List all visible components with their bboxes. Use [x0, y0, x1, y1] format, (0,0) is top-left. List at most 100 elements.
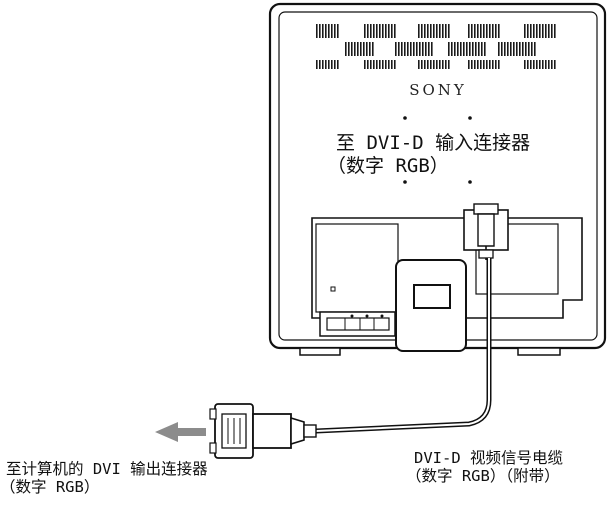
vent-slot — [448, 42, 450, 56]
vent-slot — [325, 60, 327, 69]
vent-slot — [388, 60, 390, 69]
vent-slot — [401, 42, 403, 56]
vent-slot — [337, 60, 339, 69]
vent-slot — [551, 60, 553, 69]
vent-slot — [542, 24, 544, 38]
vent-slot — [480, 60, 482, 69]
vent-slot — [367, 24, 369, 38]
vent-slot — [428, 42, 430, 56]
vent-slot — [542, 60, 544, 69]
vent-slot — [539, 24, 541, 38]
vent-slot — [366, 42, 368, 56]
vent-slot — [334, 60, 336, 69]
input-connector-sublabel: （数字 RGB） — [327, 155, 449, 177]
screw-holes — [403, 116, 472, 184]
vent-slot — [519, 42, 521, 56]
vent-slot — [331, 24, 333, 38]
vent-slot — [382, 24, 384, 38]
vent-slot — [468, 24, 470, 38]
vent-slot — [433, 60, 435, 69]
vent-slot — [484, 42, 486, 56]
vent-slot — [421, 24, 423, 38]
vent-slot-block — [498, 42, 536, 56]
vent-slot — [369, 42, 371, 56]
vent-slot — [460, 42, 462, 56]
vent-slot — [385, 24, 387, 38]
vent-slot — [431, 42, 433, 56]
vent-slot — [457, 42, 459, 56]
vent-slot — [331, 60, 333, 69]
vent-slot — [395, 42, 397, 56]
vent-slot — [477, 60, 479, 69]
vent-slot — [448, 60, 450, 69]
monitor-stand — [395, 259, 467, 352]
vent-slot — [483, 60, 485, 69]
vent-slot — [548, 24, 550, 38]
vent-slot — [391, 24, 393, 38]
vent-slot — [486, 60, 488, 69]
vent-slot-block — [418, 60, 450, 69]
vent-slot — [430, 60, 432, 69]
vent-slot — [425, 42, 427, 56]
vent-slot — [554, 24, 556, 38]
vent-slot — [466, 42, 468, 56]
vent-slot-block — [316, 60, 339, 69]
vent-slot-block — [364, 24, 396, 38]
vent-slot — [373, 24, 375, 38]
vent-slot — [486, 24, 488, 38]
direction-arrow-icon — [155, 422, 206, 442]
vent-slot — [345, 42, 347, 56]
vent-slot — [551, 24, 553, 38]
vent-slot — [507, 42, 509, 56]
vent-slot — [439, 60, 441, 69]
vent-slot — [489, 60, 491, 69]
vent-slot-block — [468, 60, 500, 69]
monitor-dvi-connector — [463, 203, 509, 260]
vent-slot — [427, 60, 429, 69]
vent-slot — [454, 42, 456, 56]
vent-slot — [436, 60, 438, 69]
vent-slot-block — [418, 24, 450, 38]
vent-slot — [469, 42, 471, 56]
vent-slot — [445, 24, 447, 38]
vent-slot — [370, 24, 372, 38]
vent-slot-block — [468, 24, 500, 38]
vent-slot-block — [448, 42, 486, 56]
vent-slot-block — [395, 42, 433, 56]
vent-slot — [471, 60, 473, 69]
vent-slot — [410, 42, 412, 56]
vent-slot — [394, 24, 396, 38]
input-connector-label: 至 DVI-D 输入连接器 — [336, 132, 531, 154]
vent-slot — [376, 60, 378, 69]
vent-slot — [478, 42, 480, 56]
vent-slot — [534, 42, 536, 56]
vent-slot — [463, 42, 465, 56]
vent-slot — [498, 42, 500, 56]
vent-slot-block — [524, 60, 556, 69]
vent-slot — [328, 24, 330, 38]
dvi-cable — [315, 258, 492, 434]
vent-slot — [524, 60, 526, 69]
vent-slot — [433, 24, 435, 38]
computer-dvi-plug — [209, 403, 317, 459]
vent-slot — [442, 60, 444, 69]
vent-slot — [418, 24, 420, 38]
vent-slot — [360, 42, 362, 56]
vent-slot — [348, 42, 350, 56]
vent-slot — [498, 24, 500, 38]
vent-slot — [379, 60, 381, 69]
vent-slot — [492, 24, 494, 38]
vent-slot — [495, 60, 497, 69]
vent-slot — [442, 24, 444, 38]
vent-slot — [471, 24, 473, 38]
vent-slot — [481, 42, 483, 56]
vent-slot-block — [316, 24, 339, 38]
vent-slot — [379, 24, 381, 38]
vent-slot — [527, 24, 529, 38]
vent-slot — [525, 42, 527, 56]
vent-slot — [501, 42, 503, 56]
vent-slot — [554, 60, 556, 69]
vent-slot — [391, 60, 393, 69]
vent-slot — [357, 42, 359, 56]
